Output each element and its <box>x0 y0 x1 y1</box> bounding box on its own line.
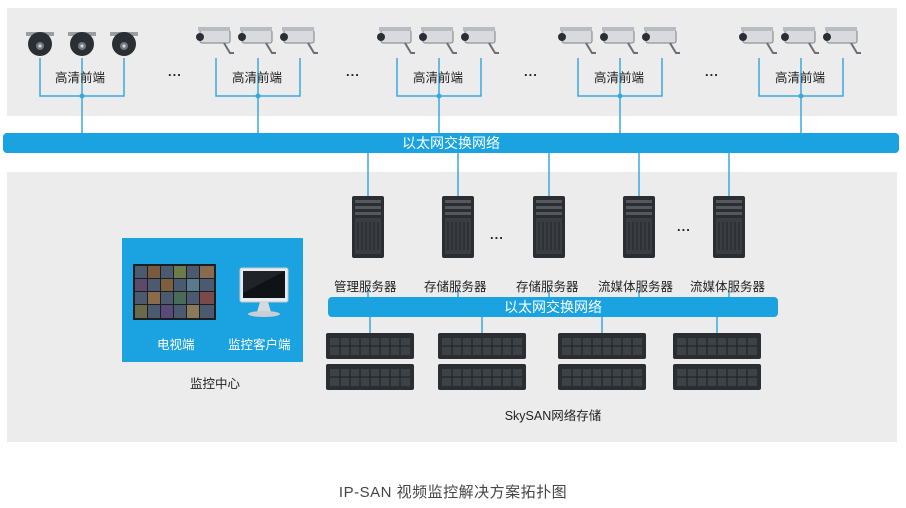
server-label: 管理服务器 <box>334 280 397 294</box>
server-label: 存储服务器 <box>516 280 579 294</box>
front-end-label: 高清前端 <box>232 71 283 85</box>
diagram-caption: IP-SAN 视频监控解决方案拓扑图 <box>338 484 568 501</box>
server-label: 流媒体服务器 <box>690 280 766 294</box>
front-end-panel <box>7 8 897 116</box>
tower-server-icon <box>352 196 745 258</box>
inner-ethernet-switch-bar: 以太网交换网络 <box>328 297 778 317</box>
ellipsis: ... <box>168 64 182 79</box>
monitor-center-box: 电视端 监控客户端 <box>122 238 303 362</box>
front-end-label: 高清前端 <box>413 71 464 85</box>
tv-label: 电视端 <box>157 338 195 352</box>
front-end-label: 高清前端 <box>55 71 106 85</box>
ethernet-switch-bar: 以太网交换网络 <box>3 133 899 153</box>
ellipsis: ... <box>705 64 719 79</box>
ellipsis: ... <box>490 227 504 242</box>
client-label: 监控客户端 <box>228 338 291 352</box>
server-label: 存储服务器 <box>424 280 487 294</box>
dome-camera-icon <box>26 32 138 56</box>
ellipsis: ... <box>346 64 360 79</box>
storage-array-icon <box>326 333 761 390</box>
ellipsis: ... <box>677 219 691 234</box>
monitor-client-icon <box>239 267 289 317</box>
server-label: 流媒体服务器 <box>598 280 674 294</box>
front-end-label: 高清前端 <box>775 71 826 85</box>
storage-label: SkySAN网络存储 <box>504 409 602 423</box>
front-end-label: 高清前端 <box>594 71 645 85</box>
tv-wall-icon <box>133 264 216 320</box>
ellipsis: ... <box>524 64 538 79</box>
bullet-camera-icon <box>196 27 861 54</box>
monitor-center-title: 监控中心 <box>189 377 240 391</box>
